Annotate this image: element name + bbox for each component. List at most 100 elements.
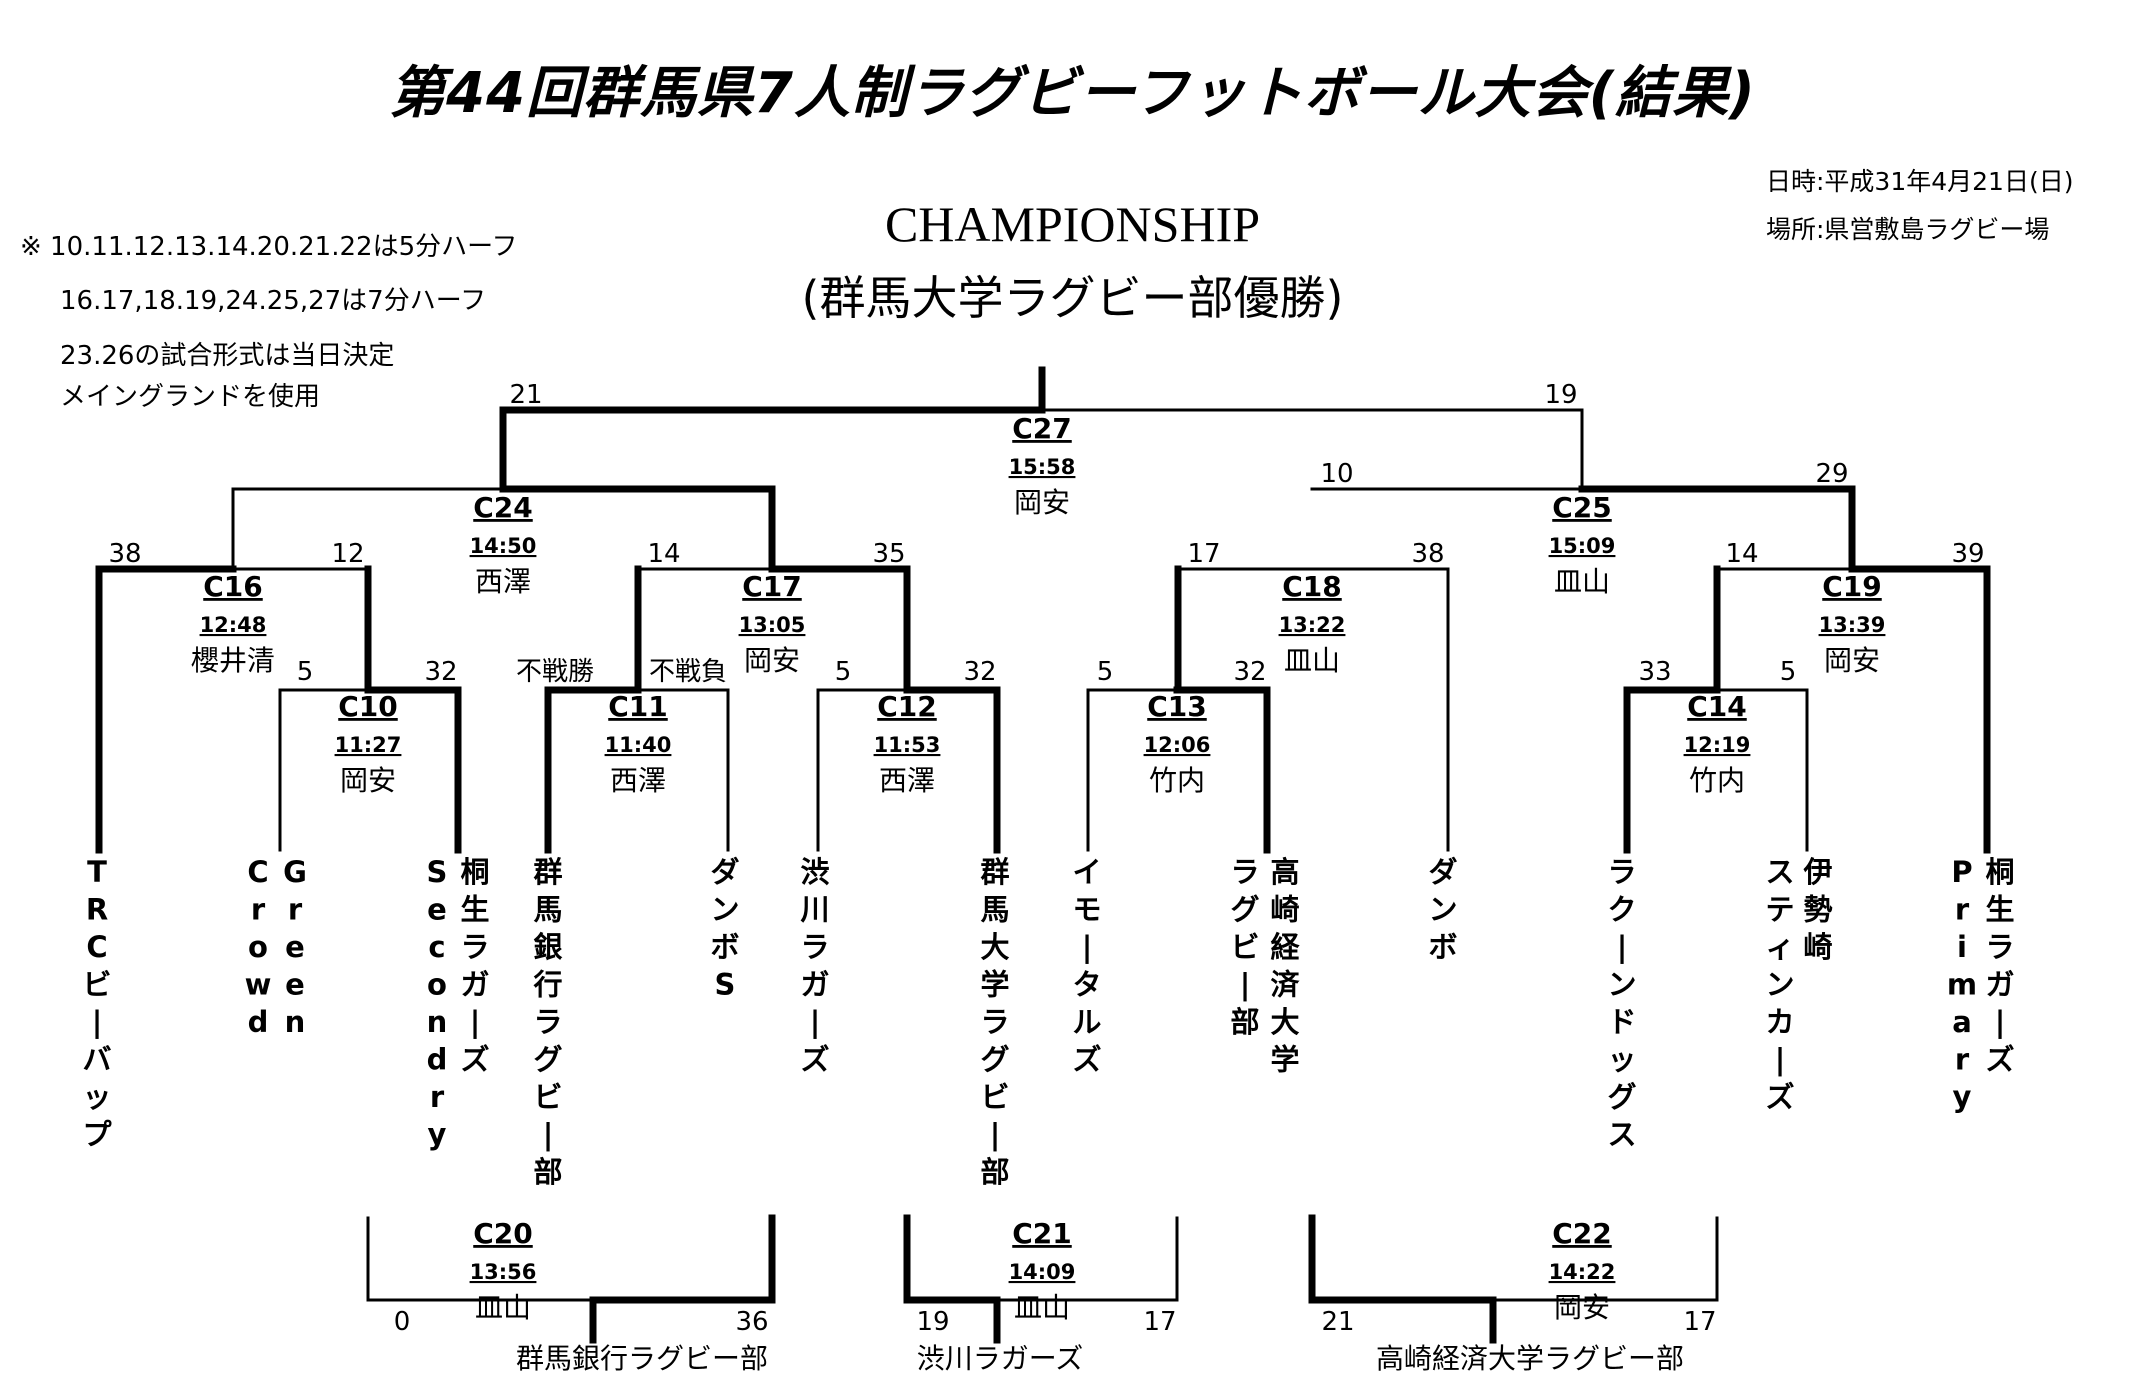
match-referee: 皿山 (1554, 565, 1610, 598)
score-label: 17 (1143, 1307, 1176, 1337)
match-referee: 皿山 (1014, 1291, 1070, 1324)
match-time: 11:27 (335, 733, 402, 757)
score-label: 5 (1097, 657, 1114, 687)
score-label: 5 (297, 657, 314, 687)
score-label: 32 (1233, 657, 1266, 687)
match-time: 14:09 (1009, 1260, 1076, 1284)
score-label: 14 (1725, 539, 1758, 569)
match-id: C25 (1552, 491, 1612, 524)
match-time: 14:50 (470, 534, 537, 558)
match-referee: 皿山 (475, 1291, 531, 1324)
match-id: C21 (1012, 1217, 1072, 1250)
placement-winner: 群馬銀行ラグビー部 (516, 1342, 768, 1375)
match-referee: 西澤 (475, 565, 531, 598)
team-name: スティンカ|ズ (1765, 855, 1794, 1114)
score-label: 0 (394, 1307, 411, 1337)
match-time: 15:09 (1549, 534, 1616, 558)
match-time: 13:39 (1819, 613, 1886, 637)
match-time: 11:40 (605, 733, 672, 757)
match-id: C14 (1687, 690, 1747, 723)
match-referee: 竹内 (1689, 764, 1745, 797)
score-label: 17 (1187, 539, 1220, 569)
match-time: 12:06 (1144, 733, 1211, 757)
match-id: C13 (1147, 690, 1207, 723)
note-line: メイングランドを使用 (60, 382, 321, 412)
team-name: 伊勢崎 (1802, 855, 1832, 964)
match-id: C20 (473, 1217, 533, 1250)
note-line: 16.17,18.19,24.25,27は7分ハーフ (60, 286, 487, 316)
match-id: C24 (473, 491, 533, 524)
team-name: ラグビ|部 (1230, 855, 1259, 1039)
note-line: ※ 10.11.12.13.14.20.21.22は5分ハーフ (20, 232, 518, 262)
team-name: ダンボ (1428, 855, 1457, 964)
score-label: 19 (916, 1307, 949, 1337)
venue-info: 場所:県営敷島ラグビー場 (1766, 215, 2050, 244)
score-label: 不戦勝 (516, 657, 594, 687)
match-time: 14:22 (1549, 1260, 1616, 1284)
match-time: 15:58 (1009, 455, 1076, 479)
match-id: C16 (203, 570, 263, 603)
match-time: 13:22 (1279, 613, 1346, 637)
match-referee: 岡安 (1824, 644, 1880, 677)
match-id: C10 (338, 690, 398, 723)
match-time: 13:05 (739, 613, 806, 637)
date-info: 日時:平成31年4月21日(日) (1766, 167, 2074, 196)
score-label: 10 (1320, 459, 1353, 489)
score-label: 36 (735, 1307, 768, 1337)
match-time: 11:53 (874, 733, 941, 757)
match-id: C19 (1822, 570, 1882, 603)
team-name: 群馬大学ラグビ|部 (980, 855, 1009, 1189)
score-label: 38 (1411, 539, 1444, 569)
note-line: 23.26の試合形式は当日決定 (60, 341, 395, 371)
team-name: 高崎経済大学 (1270, 855, 1300, 1077)
score-label: 21 (509, 380, 542, 410)
team-name: 群馬銀行ラグビ|部 (532, 855, 562, 1189)
score-label: 38 (108, 539, 141, 569)
score-label: 33 (1638, 657, 1671, 687)
match-id: C11 (608, 690, 668, 723)
score-label: 32 (963, 657, 996, 687)
match-id: C12 (877, 690, 937, 723)
team-name: ラク|ンドッグス (1607, 855, 1636, 1152)
score-label: 5 (835, 657, 852, 687)
score-label: 39 (1951, 539, 1984, 569)
match-referee: 岡安 (1554, 1291, 1610, 1324)
match-id: C17 (742, 570, 802, 603)
score-label: 35 (872, 539, 905, 569)
placement-winner: 高崎経済大学ラグビー部 (1376, 1342, 1684, 1375)
match-id: C27 (1012, 412, 1072, 445)
championship-heading: CHAMPIONSHIP (884, 196, 1261, 252)
score-label: 21 (1321, 1307, 1354, 1337)
score-label: 19 (1544, 380, 1577, 410)
match-id: C18 (1282, 570, 1342, 603)
match-time: 12:48 (200, 613, 267, 637)
team-name: 桐生ラガ|ズ (1985, 855, 2014, 1077)
score-label: 17 (1683, 1307, 1716, 1337)
match-referee: 岡安 (340, 764, 396, 797)
team-name: 渋川ラガ|ズ (800, 855, 829, 1077)
score-label: 12 (331, 539, 364, 569)
match-referee: 西澤 (879, 764, 935, 797)
team-name: イモ|タルズ (1072, 855, 1101, 1077)
score-label: 14 (647, 539, 680, 569)
match-referee: 岡安 (744, 644, 800, 677)
match-time: 13:56 (470, 1260, 537, 1284)
match-referee: 櫻井清 (191, 644, 275, 677)
score-label: 29 (1815, 459, 1848, 489)
page-title: 第44回群馬県7人制ラグビーフットボール大会(結果) (389, 61, 1756, 126)
score-label: 不戦負 (649, 657, 727, 687)
match-id: C22 (1552, 1217, 1612, 1250)
match-referee: 西澤 (610, 764, 666, 797)
match-referee: 岡安 (1014, 486, 1070, 519)
winner-note: (群馬大学ラグビー部優勝) (801, 271, 1344, 325)
match-time: 12:19 (1684, 733, 1751, 757)
score-label: 32 (424, 657, 457, 687)
placement-winner: 渋川ラガーズ (917, 1342, 1084, 1375)
